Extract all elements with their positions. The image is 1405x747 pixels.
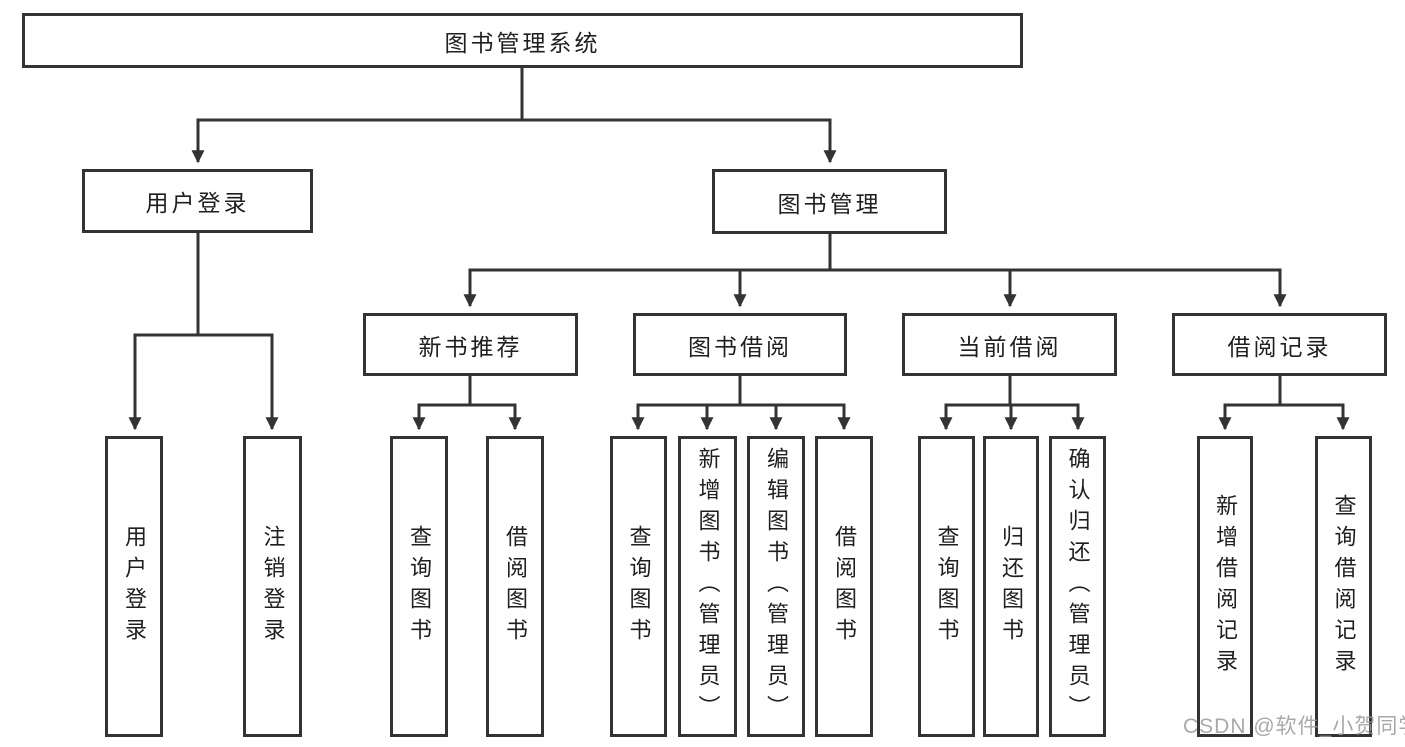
node-label: 用户登录 [122, 524, 147, 649]
node-nbr-borrow-books: 借阅图书 [486, 436, 544, 737]
node-label: 查询图书 [407, 524, 432, 649]
node-book-management-branch: 图书管理 [712, 169, 947, 234]
node-logout-leaf: 注销登录 [243, 436, 302, 737]
node-label: 借阅图书 [832, 524, 857, 649]
node-bb-edit-books-admin: 编辑图书（管理员） [747, 436, 805, 737]
node-label: 查询图书 [626, 524, 652, 649]
node-label: 新增借阅记录 [1213, 493, 1238, 680]
node-cb-return-books: 归还图书 [983, 436, 1039, 737]
node-book-borrowing: 图书借阅 [633, 313, 847, 376]
node-label: 借阅图书 [503, 524, 528, 649]
node-label: 确认归还（管理员） [1065, 447, 1091, 726]
node-label: 新增图书（管理员） [695, 447, 721, 726]
node-cb-query-books: 查询图书 [918, 436, 975, 737]
node-bb-borrow-books: 借阅图书 [815, 436, 873, 737]
node-user-login-branch: 用户登录 [82, 169, 313, 233]
node-br-query-record: 查询借阅记录 [1315, 436, 1372, 737]
node-cb-confirm-return-admin: 确认归还（管理员） [1049, 436, 1106, 737]
node-new-book-recommendation: 新书推荐 [363, 313, 578, 376]
node-user-login-leaf: 用户登录 [105, 436, 163, 737]
node-label: 编辑图书（管理员） [764, 447, 789, 726]
node-br-add-record: 新增借阅记录 [1197, 436, 1253, 737]
node-label: 注销登录 [260, 524, 286, 649]
csdn-watermark: CSDN @软件_小贺同学 [1183, 715, 1405, 738]
node-bb-query-books: 查询图书 [610, 436, 667, 737]
node-library-management-system: 图书管理系统 [22, 13, 1023, 68]
node-current-borrowing: 当前借阅 [902, 313, 1117, 376]
node-label: 归还图书 [999, 524, 1024, 649]
node-bb-add-books-admin: 新增图书（管理员） [678, 436, 737, 737]
node-label: 查询图书 [934, 524, 960, 649]
node-nbr-query-books: 查询图书 [390, 436, 448, 737]
node-label: 查询借阅记录 [1331, 493, 1357, 680]
node-borrowing-records: 借阅记录 [1172, 313, 1387, 376]
